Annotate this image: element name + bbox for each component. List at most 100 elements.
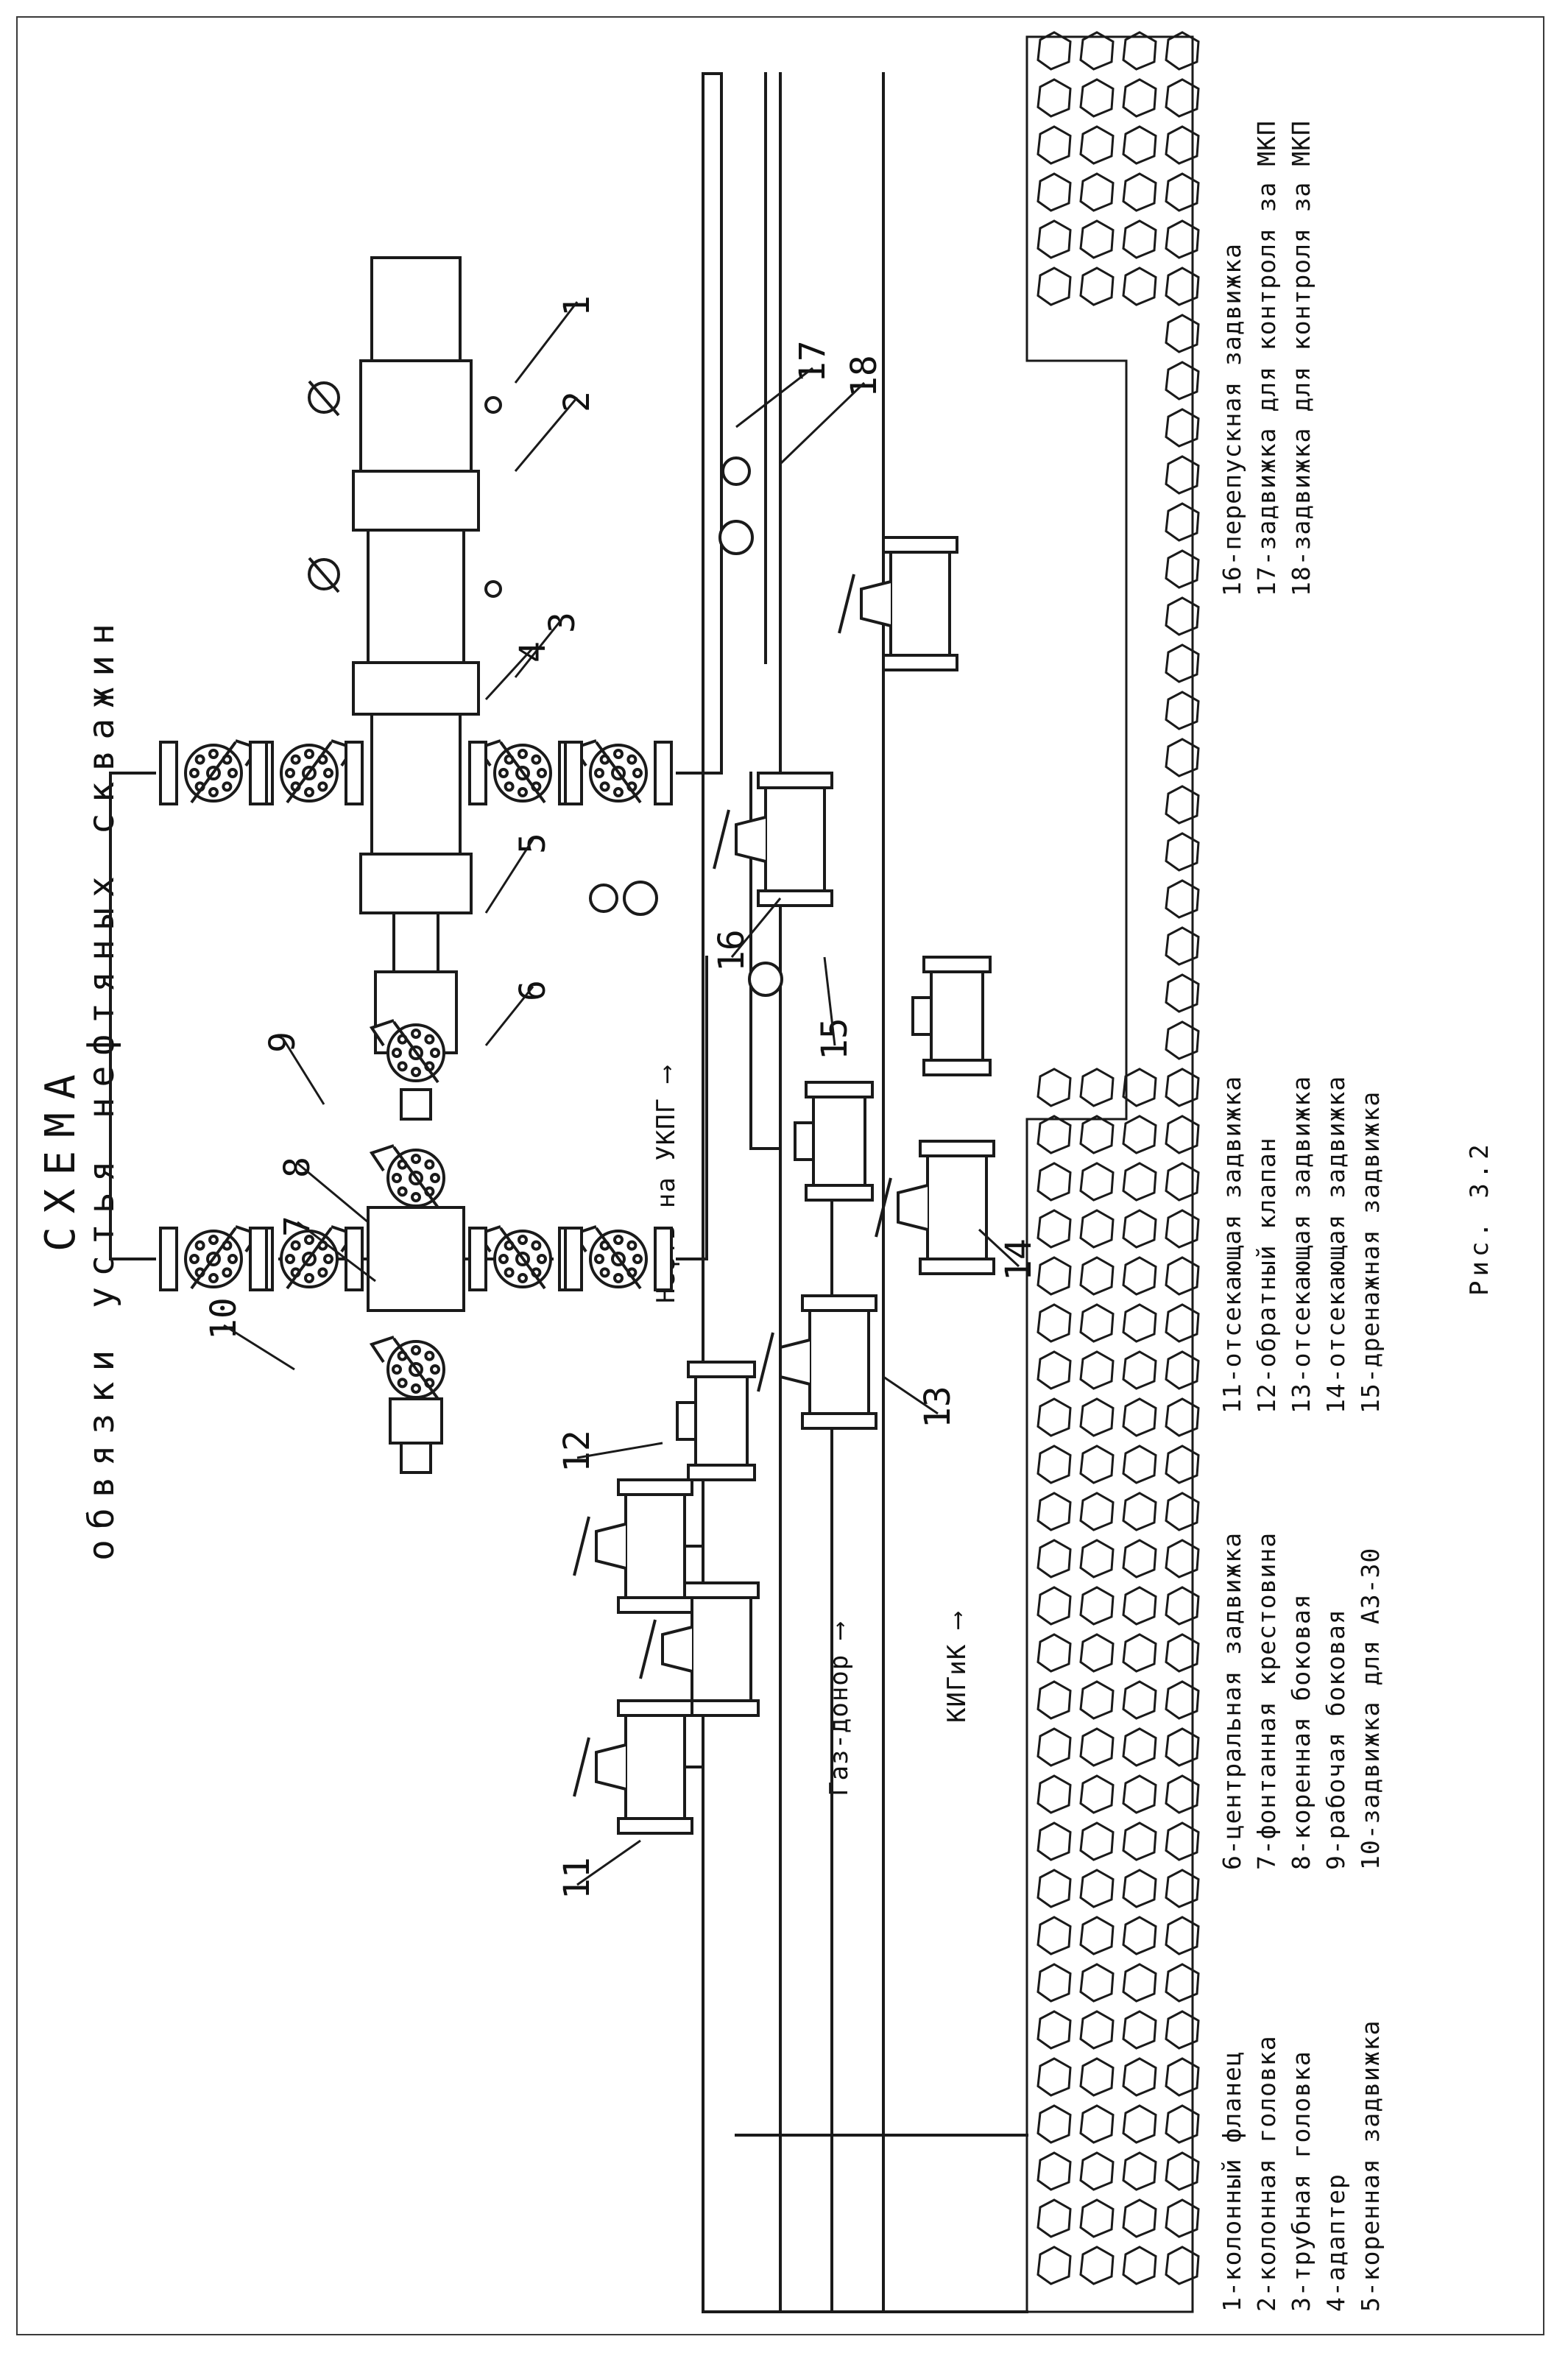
valve-bolt bbox=[222, 781, 233, 792]
ground-rock bbox=[1079, 2104, 1115, 2144]
oil-header-pipe bbox=[705, 72, 723, 775]
ground-rock bbox=[1165, 1256, 1200, 1296]
valve-bolt bbox=[430, 1173, 440, 1183]
valve-handwheel bbox=[595, 741, 642, 804]
ground-rock bbox=[1122, 2246, 1157, 2285]
ground-rock bbox=[1165, 2104, 1200, 2144]
flange-icon bbox=[882, 536, 958, 554]
flange-icon bbox=[159, 741, 178, 805]
valve-bolt bbox=[222, 1267, 233, 1278]
ground-rock bbox=[1165, 1445, 1200, 1484]
check-valve-body bbox=[930, 970, 984, 1062]
callout-5: 5 bbox=[512, 833, 554, 854]
valve-bolt bbox=[208, 787, 219, 797]
ground-rock bbox=[1036, 2246, 1072, 2285]
valve-bolt bbox=[304, 1235, 314, 1245]
small-gate-valve-icon bbox=[718, 520, 754, 555]
valve-bolt bbox=[537, 768, 547, 778]
ground-rock bbox=[1165, 1774, 1200, 1814]
valve-bolt bbox=[424, 1034, 435, 1045]
ground-rock bbox=[1122, 78, 1157, 118]
ground-rock bbox=[1122, 1303, 1157, 1343]
ground-rock bbox=[1079, 2010, 1115, 2050]
ground-rock bbox=[1122, 2057, 1157, 2097]
flange-icon bbox=[617, 1817, 693, 1835]
valve-bolt bbox=[285, 768, 295, 778]
ground-rock bbox=[1122, 1821, 1157, 1861]
ground-rock bbox=[1165, 2198, 1200, 2238]
valve-bolt bbox=[317, 781, 328, 792]
callout-leader bbox=[514, 397, 579, 472]
ground-rock bbox=[1122, 31, 1157, 71]
valve-bolt bbox=[594, 1254, 604, 1264]
ground-rock bbox=[1122, 1445, 1157, 1484]
drawing-frame bbox=[16, 16, 1544, 2335]
ground-rock bbox=[1165, 738, 1200, 777]
ground-rock bbox=[1165, 879, 1200, 919]
valve-handwheel bbox=[392, 1146, 439, 1209]
valve-bolt bbox=[411, 1029, 421, 1039]
check-valve-body bbox=[694, 1375, 749, 1467]
callout-leader bbox=[484, 646, 534, 701]
ground-rock bbox=[1079, 1115, 1115, 1154]
pipe-line bbox=[749, 72, 782, 1150]
ground-rock bbox=[1036, 1068, 1072, 1107]
flange-icon bbox=[468, 741, 487, 805]
flange-icon bbox=[654, 1227, 673, 1291]
ground-rock bbox=[1165, 1539, 1200, 1579]
valve-stem bbox=[369, 1144, 395, 1172]
ground-rock bbox=[1079, 31, 1115, 71]
valve-bolt bbox=[189, 1254, 199, 1264]
ground-rock bbox=[1165, 1020, 1200, 1060]
valve-bolt bbox=[392, 1048, 402, 1058]
gate-valve-icon bbox=[476, 1225, 552, 1290]
valve-bolt bbox=[430, 1364, 440, 1375]
ground-rock bbox=[1036, 1586, 1072, 1626]
valve-handwheel bbox=[190, 1227, 237, 1290]
valve-handwheel bbox=[392, 1337, 439, 1400]
callout-leader bbox=[779, 381, 866, 465]
gate-valve-body bbox=[808, 1309, 870, 1415]
ground-rock bbox=[1036, 1115, 1072, 1154]
valve-handwheel bbox=[392, 1020, 439, 1084]
ground-rock bbox=[1165, 1068, 1200, 1107]
ground-rock bbox=[1036, 267, 1072, 306]
ground-rock bbox=[1122, 1727, 1157, 1767]
ground-rock bbox=[1079, 1256, 1115, 1296]
wellhead-flange-icon bbox=[352, 470, 480, 532]
valve-bolt bbox=[613, 787, 624, 797]
ground-rock bbox=[1036, 172, 1072, 212]
flange-icon bbox=[617, 1699, 693, 1717]
pressure-gauge-icon bbox=[484, 580, 502, 598]
callout-18: 18 bbox=[844, 355, 885, 398]
callout-leader bbox=[576, 1442, 663, 1459]
gate-valve-bonnet bbox=[897, 1184, 928, 1231]
buffer-cap-icon bbox=[400, 1442, 432, 1474]
flange-icon bbox=[345, 1227, 364, 1291]
flange-icon bbox=[687, 1361, 756, 1378]
ground-rock bbox=[1165, 832, 1200, 872]
ground-rock bbox=[1165, 1727, 1200, 1767]
ground-rock bbox=[1079, 2198, 1115, 2238]
gate-valve-icon bbox=[573, 1699, 693, 1835]
christmas-tree-cross-icon bbox=[367, 1206, 465, 1312]
valve-bolt bbox=[392, 1173, 402, 1183]
valve-handwheel bbox=[190, 741, 237, 804]
valve-bolt bbox=[424, 1350, 435, 1361]
ground-rock bbox=[1122, 1916, 1157, 1955]
valve-handwheel bbox=[595, 1227, 642, 1290]
flange-icon bbox=[805, 1184, 874, 1202]
ground-rock bbox=[1122, 1774, 1157, 1814]
gate-valve-icon bbox=[280, 739, 356, 804]
valve-bolt bbox=[531, 1240, 542, 1251]
valve-bolt bbox=[194, 754, 205, 765]
callout-4: 4 bbox=[512, 641, 554, 663]
ground-rock bbox=[1122, 1397, 1157, 1437]
valve-bolt bbox=[189, 768, 199, 778]
ground-rock bbox=[1122, 219, 1157, 259]
ground-rock bbox=[1079, 1303, 1115, 1343]
ground-rock bbox=[1122, 125, 1157, 165]
ground-rock bbox=[1122, 1586, 1157, 1626]
ground-rock bbox=[1165, 2057, 1200, 2097]
